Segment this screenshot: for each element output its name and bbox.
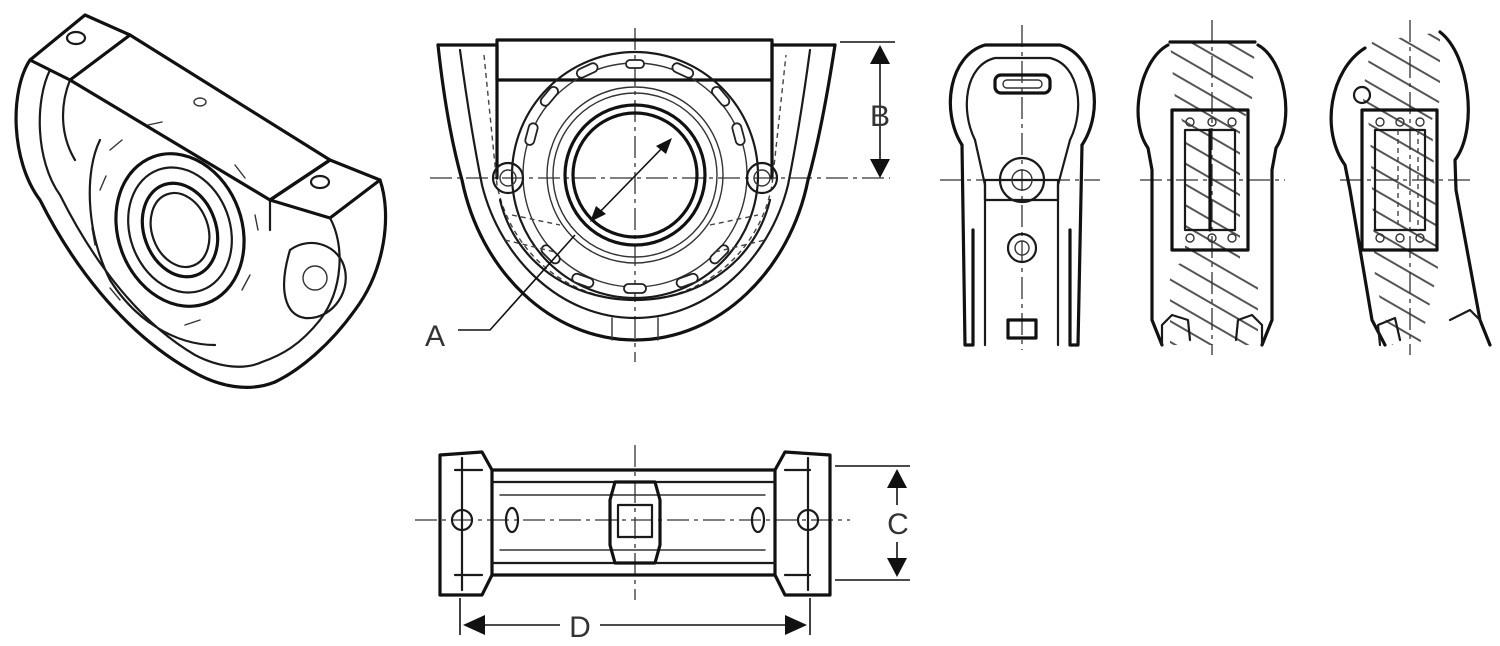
dimension-label-c: C (887, 508, 909, 541)
dimension-label-d: D (569, 611, 591, 644)
plan-view (415, 445, 910, 635)
isometric-view (14, 13, 388, 389)
section-view-1 (1136, 20, 1288, 355)
section-view-2 (1329, 20, 1492, 355)
front-view (430, 28, 895, 362)
dimension-label-b: B (870, 100, 890, 133)
dimension-label-a: A (425, 320, 445, 353)
ring-slots (524, 59, 746, 294)
side-view (940, 25, 1100, 350)
